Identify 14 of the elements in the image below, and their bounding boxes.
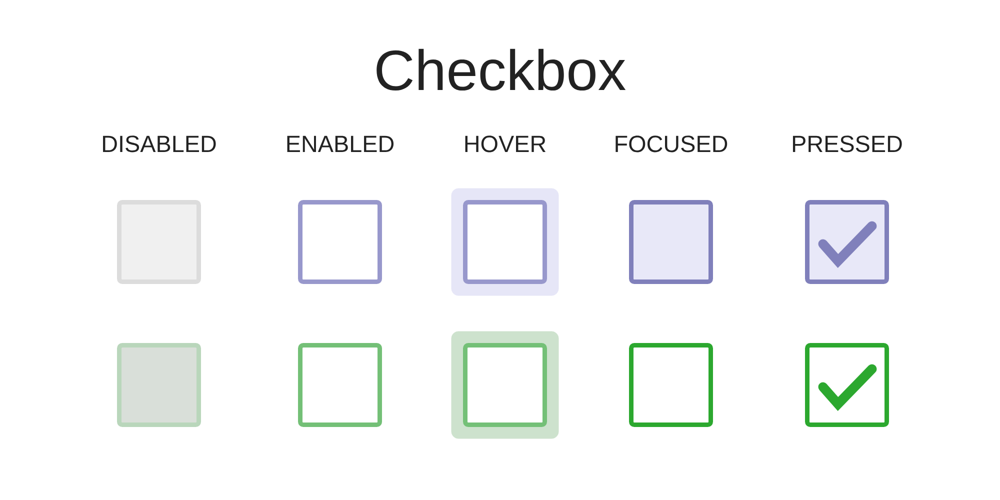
column-heading: ENABLED bbox=[287, 136, 394, 152]
checkbox bbox=[117, 200, 201, 284]
checkbox bbox=[463, 200, 547, 284]
title: Checkbox bbox=[376, 48, 626, 91]
column-heading: HOVER bbox=[465, 136, 546, 152]
checkbox bbox=[298, 343, 382, 427]
checkbox bbox=[117, 343, 201, 427]
checkbox bbox=[629, 343, 713, 427]
checkbox bbox=[629, 200, 713, 284]
column-heading: FOCUSED bbox=[616, 136, 728, 152]
checkbox bbox=[298, 200, 382, 284]
checkbox bbox=[463, 343, 547, 427]
column-heading: DISABLED bbox=[103, 136, 216, 152]
column-heading: PRESSED bbox=[792, 136, 902, 152]
